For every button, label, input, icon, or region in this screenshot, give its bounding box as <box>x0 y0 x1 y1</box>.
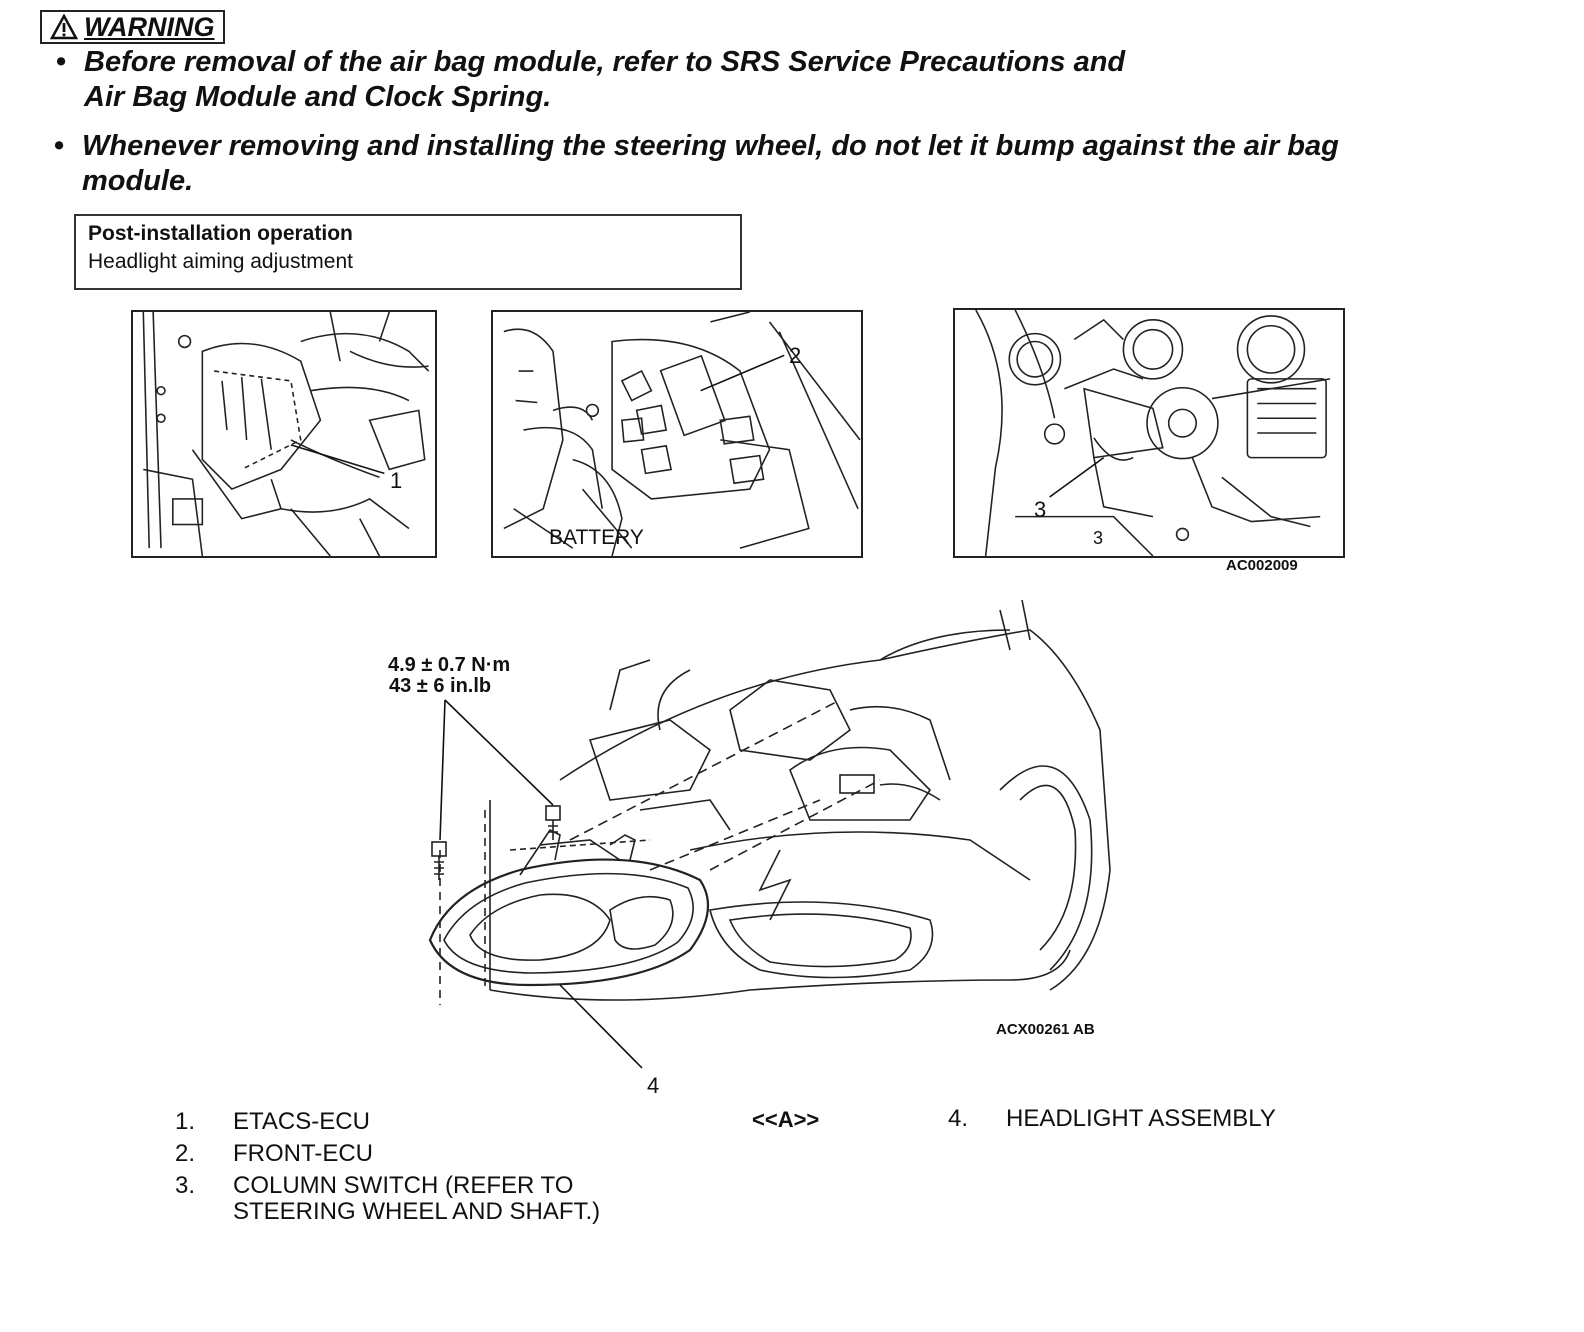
column-switch-drawing <box>975 310 1331 556</box>
front-ecu-callout: 2 <box>789 343 802 368</box>
legend-item-4: 4. HEADLIGHT ASSEMBLY <box>948 1105 1276 1132</box>
torque-leader-line <box>444 699 554 806</box>
bullet-2-line-1: Whenever removing and installing the ste… <box>82 130 1339 162</box>
bullet-2-line-2: module. <box>82 165 194 197</box>
warning-header: WARNING <box>40 10 225 44</box>
bullet-1-line-2: Air Bag Module and Clock Spring. <box>84 81 552 113</box>
warning-bullet-1: • Before removal of the air bag module, … <box>56 45 1126 115</box>
legend-item: 3. COLUMN SWITCH (REFER TO <box>175 1172 574 1199</box>
battery-label: BATTERY <box>549 526 644 549</box>
torque-inlb: 43 ± 6 in.lb <box>389 675 492 697</box>
etacs-callout: 1 <box>390 468 403 493</box>
top-figure-code: AC002009 <box>1226 557 1298 574</box>
post-installation-item: Headlight aiming adjustment <box>88 250 353 273</box>
warning-label: WARNING <box>84 11 215 42</box>
srs-precautions-reference: SRS Service Precautions <box>720 46 1066 78</box>
bullet-1-line-1: Before removal of the air bag module, re… <box>84 46 1126 78</box>
headlight-callout: 4 <box>647 1073 660 1098</box>
column-switch-callout: 3 <box>1034 497 1047 522</box>
torque-nm: 4.9 ± 0.7 N·m <box>388 654 511 676</box>
post-installation-box: Post-installation operation Headlight ai… <box>74 214 742 290</box>
front-ecu-drawing <box>503 312 861 556</box>
airbag-clock-spring-reference: Air Bag Module and Clock Spring <box>84 81 544 113</box>
column-switch-callout-secondary: 3 <box>1093 528 1104 548</box>
warning-bullet-2: • Whenever removing and installing the s… <box>54 129 1339 199</box>
torque-leader-line <box>439 699 446 841</box>
legend-item: 1. ETACS-ECU <box>175 1108 370 1135</box>
post-installation-title: Post-installation operation <box>88 222 353 245</box>
front-ecu-illustration <box>491 310 863 558</box>
bolt-icon <box>545 805 561 840</box>
procedure-mark: <<A>> <box>752 1107 820 1132</box>
headlight-leader-line <box>559 984 643 1069</box>
bottom-figure-code: ACX00261 AB <box>996 1021 1095 1038</box>
etacs-leader-line <box>290 444 385 475</box>
parts-legend: 1. ETACS-ECU 2. FRONT-ECU 3. COLUMN SWIT… <box>175 1106 600 1228</box>
warning-triangle-icon <box>50 14 78 40</box>
etacs-ecu-illustration <box>131 310 437 558</box>
legend-item-continuation: STEERING WHEEL AND SHAFT.) <box>233 1198 601 1225</box>
bullet-dot: • <box>54 130 65 162</box>
bolt-icon <box>431 841 447 880</box>
headlight-assembly-illustration <box>428 599 1111 1069</box>
column-switch-illustration <box>953 308 1345 558</box>
front-ecu-leader-line <box>700 354 785 392</box>
column-switch-leader-line <box>1049 456 1105 498</box>
bullet-dot: • <box>56 46 67 78</box>
legend-item: 2. FRONT-ECU <box>175 1140 373 1167</box>
etacs-ecu-drawing <box>142 312 430 556</box>
